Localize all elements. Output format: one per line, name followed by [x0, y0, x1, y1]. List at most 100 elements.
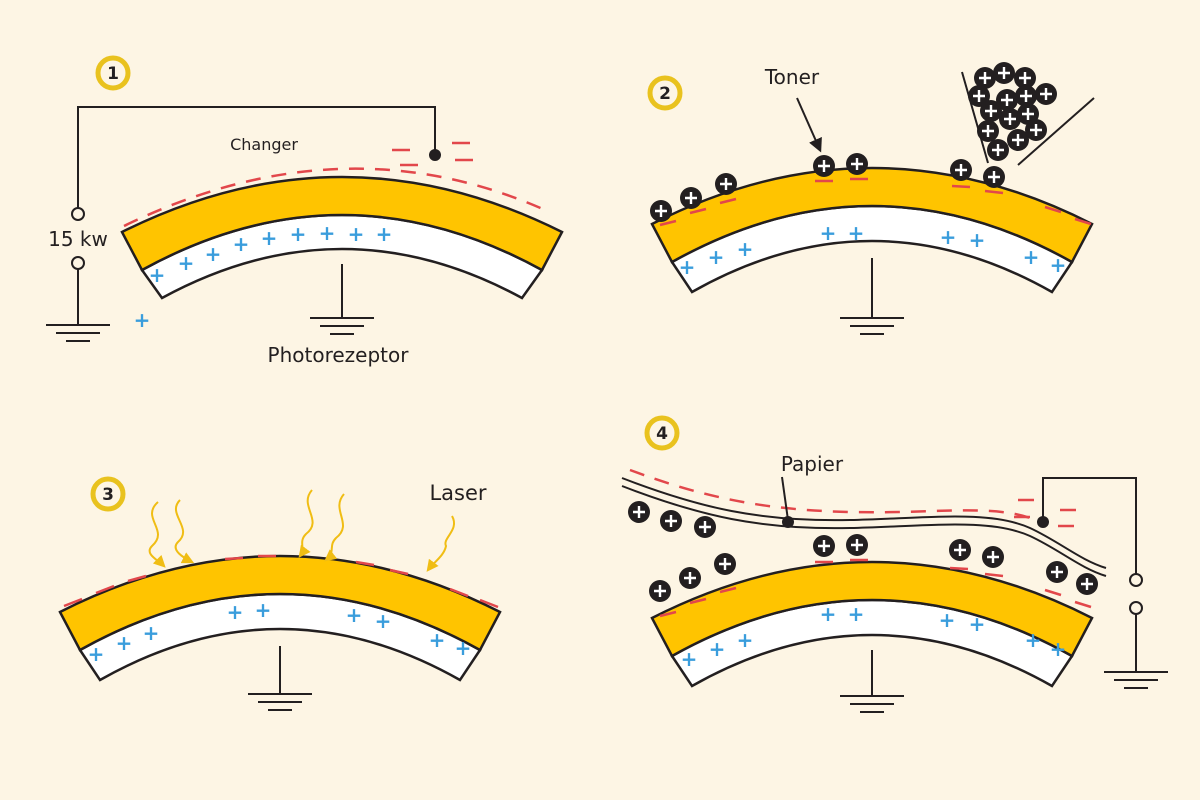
- terminal-icon: [1129, 573, 1143, 587]
- paper-pointer-line: [781, 476, 789, 521]
- svg-text:+: +: [1050, 637, 1067, 661]
- svg-text:+: +: [1050, 253, 1067, 277]
- circuit-wire: [1042, 477, 1137, 574]
- wavy-arrow-icon: [148, 501, 166, 568]
- paper-pointer-dot: [782, 516, 794, 528]
- photoreceptor-drum: [120, 175, 564, 335]
- surface-negative-charges: [659, 558, 1092, 618]
- plus-circle-icon: [660, 510, 682, 532]
- panel-1-charging: 1: [46, 55, 564, 367]
- svg-text:+: +: [149, 263, 166, 287]
- plus-circle-icon: [846, 534, 868, 556]
- plus-circle-icon: [715, 173, 737, 195]
- svg-text:+: +: [820, 602, 837, 626]
- step-number: 1: [107, 64, 119, 84]
- plus-circle-icon: [694, 516, 716, 538]
- svg-text:+: +: [227, 600, 244, 624]
- ground-icon: [840, 317, 904, 335]
- photoreceptor-drum: [650, 166, 1094, 335]
- plus-circle-icon: [999, 108, 1021, 130]
- svg-text:+: +: [261, 226, 278, 250]
- svg-text:+: +: [737, 237, 754, 261]
- svg-text:+: +: [376, 222, 393, 246]
- svg-text:+: +: [681, 647, 698, 671]
- plus-circle-icon: [1015, 85, 1037, 107]
- plus-circle-icon: [1025, 119, 1047, 141]
- circuit-wire: [77, 106, 436, 208]
- svg-text:+: +: [820, 221, 837, 245]
- charger-electrode: [429, 149, 441, 161]
- plus-circle-icon: [949, 539, 971, 561]
- step-badge-1: 1: [95, 55, 131, 91]
- svg-text:+: +: [1025, 628, 1042, 652]
- svg-text:+: +: [143, 621, 160, 645]
- paper-sheet: [621, 477, 1107, 577]
- toner-particles: [650, 62, 1057, 222]
- plus-circle-icon: [1076, 573, 1098, 595]
- svg-text:+: +: [848, 221, 865, 245]
- ground-icon: [840, 695, 904, 713]
- toner-label: Toner: [764, 65, 820, 89]
- plus-circle-icon: [679, 567, 701, 589]
- svg-text:+: +: [969, 612, 986, 636]
- positive-charges: + + + + + + + + +: [88, 598, 472, 666]
- paper-negative-charges: [629, 468, 1031, 520]
- surface-negative-charges: [123, 167, 546, 228]
- svg-text:+: +: [455, 636, 472, 660]
- plus-circle-icon: [977, 120, 999, 142]
- charger-ions: [392, 141, 473, 167]
- svg-text:+: +: [848, 602, 865, 626]
- plus-circle-icon: [982, 546, 1004, 568]
- laser-beams: [148, 489, 455, 572]
- step-badge-2: 2: [647, 75, 683, 111]
- plus-circle-icon: [983, 166, 1005, 188]
- terminal-icon: [71, 207, 85, 221]
- plus-circle-icon: [680, 187, 702, 209]
- ground-icon: [310, 317, 374, 335]
- svg-text:+: +: [348, 222, 365, 246]
- svg-text:+: +: [679, 255, 696, 279]
- ground-icon: [1104, 671, 1168, 689]
- svg-text:+: +: [205, 242, 222, 266]
- svg-text:+: +: [255, 598, 272, 622]
- photoreceptor-drum: [650, 560, 1094, 713]
- charger-label: Changer: [230, 135, 298, 154]
- svg-text:+: +: [134, 308, 151, 332]
- ground-icon: [46, 324, 110, 342]
- svg-text:+: +: [88, 642, 105, 666]
- wavy-arrow-icon: [426, 515, 455, 572]
- svg-text:+: +: [178, 251, 195, 275]
- svg-text:+: +: [939, 608, 956, 632]
- svg-text:+: +: [737, 628, 754, 652]
- plus-circle-icon: [714, 553, 736, 575]
- plus-circle-icon: [1035, 83, 1057, 105]
- transfer-electrode: [1037, 516, 1049, 528]
- svg-text:+: +: [429, 628, 446, 652]
- plus-circle-icon: [968, 85, 990, 107]
- drum-label: Photorezeptor: [268, 343, 410, 367]
- toner-particles: [628, 501, 1098, 602]
- wavy-arrow-icon: [324, 493, 345, 562]
- plus-circle-icon: [628, 501, 650, 523]
- wavy-arrow-icon: [174, 499, 195, 564]
- positive-charges: + + + + + + + + +: [681, 602, 1067, 671]
- plus-circle-icon: [993, 62, 1015, 84]
- plus-circle-icon: [996, 89, 1018, 111]
- plus-circle-icon: [980, 100, 1002, 122]
- paper-label: Papier: [781, 452, 844, 476]
- positive-charges: + + + + + + + + + +: [134, 221, 393, 332]
- svg-text:+: +: [940, 225, 957, 249]
- svg-text:+: +: [319, 221, 336, 245]
- wavy-arrow-icon: [298, 489, 314, 558]
- svg-text:+: +: [709, 637, 726, 661]
- svg-text:+: +: [233, 232, 250, 256]
- photoreceptor-drum: [58, 554, 502, 711]
- step-badge-4: 4: [644, 415, 680, 451]
- step-badge-3: 3: [90, 476, 126, 512]
- svg-text:+: +: [346, 603, 363, 627]
- plus-circle-icon: [813, 155, 835, 177]
- plus-circle-icon: [1046, 561, 1068, 583]
- svg-text:+: +: [1023, 245, 1040, 269]
